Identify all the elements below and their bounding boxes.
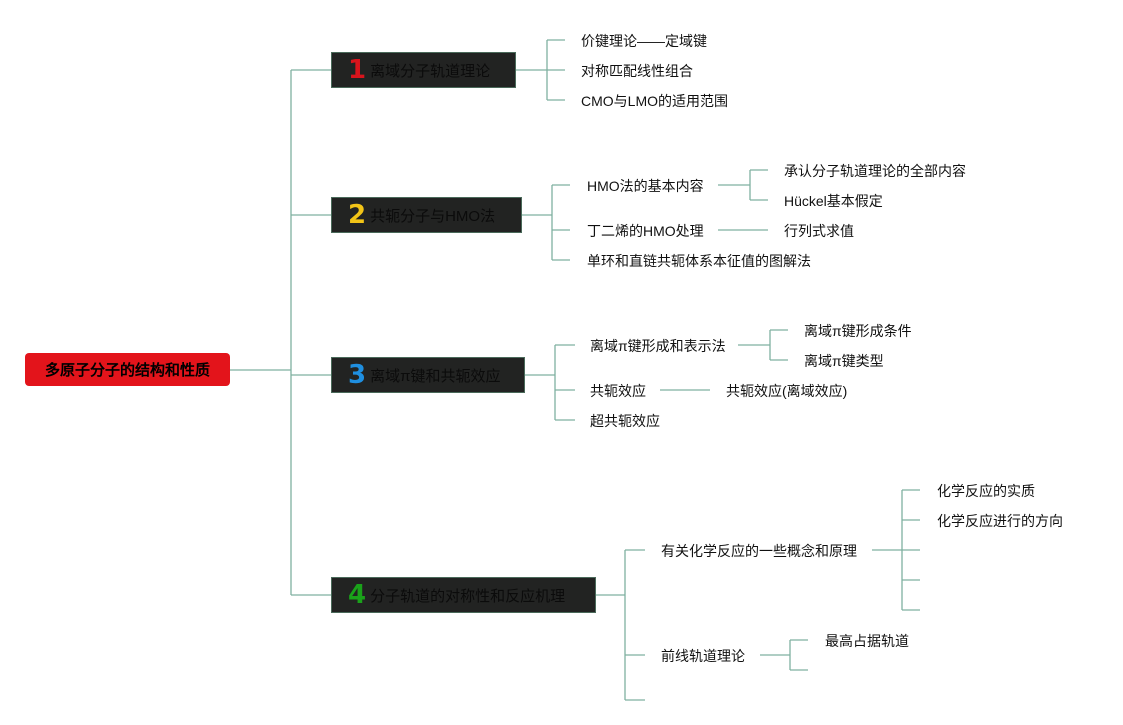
- subtopic[interactable]: 共轭效应: [590, 383, 646, 399]
- subtopic[interactable]: 有关化学反应的一些概念和原理: [661, 543, 857, 559]
- topic-number: 4: [348, 580, 367, 610]
- topic-number: 1: [348, 55, 367, 85]
- subtopic[interactable]: 单环和直链共轭体系本征值的图解法: [587, 253, 811, 269]
- main-topic-1[interactable]: 1 离域分子轨道理论: [331, 52, 516, 88]
- subtopic-detail[interactable]: 离域π键形成条件: [804, 323, 912, 339]
- subtopic[interactable]: 丁二烯的HMO处理: [587, 223, 704, 239]
- topic-label: 离域分子轨道理论: [370, 62, 491, 80]
- main-topic-4[interactable]: 4 分子轨道的对称性和反应机理: [331, 577, 596, 613]
- subtopic-detail[interactable]: 化学反应的实质: [937, 483, 1035, 499]
- main-topic-3[interactable]: 3 离域π键和共轭效应: [331, 357, 525, 393]
- subtopic-detail[interactable]: 共轭效应(离域效应): [726, 383, 848, 399]
- subtopic[interactable]: 对称匹配线性组合: [581, 63, 693, 79]
- subtopic-detail[interactable]: Hückel基本假定: [784, 193, 883, 209]
- subtopic[interactable]: 价键理论——定域键: [581, 33, 707, 49]
- root-topic[interactable]: 多原子分子的结构和性质: [25, 353, 230, 386]
- main-topic-2[interactable]: 2 共轭分子与HMO法: [331, 197, 522, 233]
- subtopic[interactable]: HMO法的基本内容: [587, 178, 704, 194]
- subtopic[interactable]: 前线轨道理论: [661, 648, 745, 664]
- subtopic-detail[interactable]: 承认分子轨道理论的全部内容: [784, 163, 966, 179]
- subtopic[interactable]: 超共轭效应: [590, 413, 660, 429]
- topic-number: 3: [348, 360, 367, 390]
- topic-number: 2: [348, 200, 367, 230]
- subtopic-detail[interactable]: 化学反应进行的方向: [937, 513, 1063, 529]
- subtopic[interactable]: 离域π键形成和表示法: [590, 338, 726, 354]
- topic-label: 离域π键和共轭效应: [370, 367, 501, 385]
- topic-label: 分子轨道的对称性和反应机理: [370, 587, 566, 605]
- subtopic[interactable]: CMO与LMO的适用范围: [581, 93, 728, 109]
- subtopic-detail[interactable]: 离域π键类型: [804, 353, 884, 369]
- subtopic-detail[interactable]: 行列式求值: [784, 223, 854, 239]
- subtopic-detail[interactable]: 最高占据轨道: [825, 633, 909, 649]
- topic-label: 共轭分子与HMO法: [370, 207, 496, 225]
